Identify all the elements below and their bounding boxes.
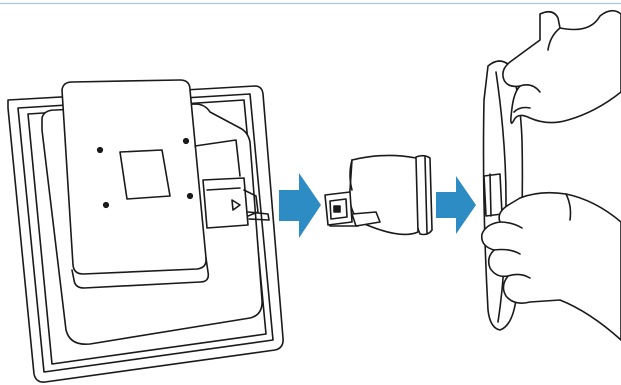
- stand-neck-icon: [324, 154, 433, 236]
- right-arrow-icon: [279, 173, 321, 238]
- monitor-rear-icon: [7, 79, 284, 383]
- right-arrow-icon: [436, 176, 476, 234]
- hands-attaching-stand-icon: [480, 9, 621, 341]
